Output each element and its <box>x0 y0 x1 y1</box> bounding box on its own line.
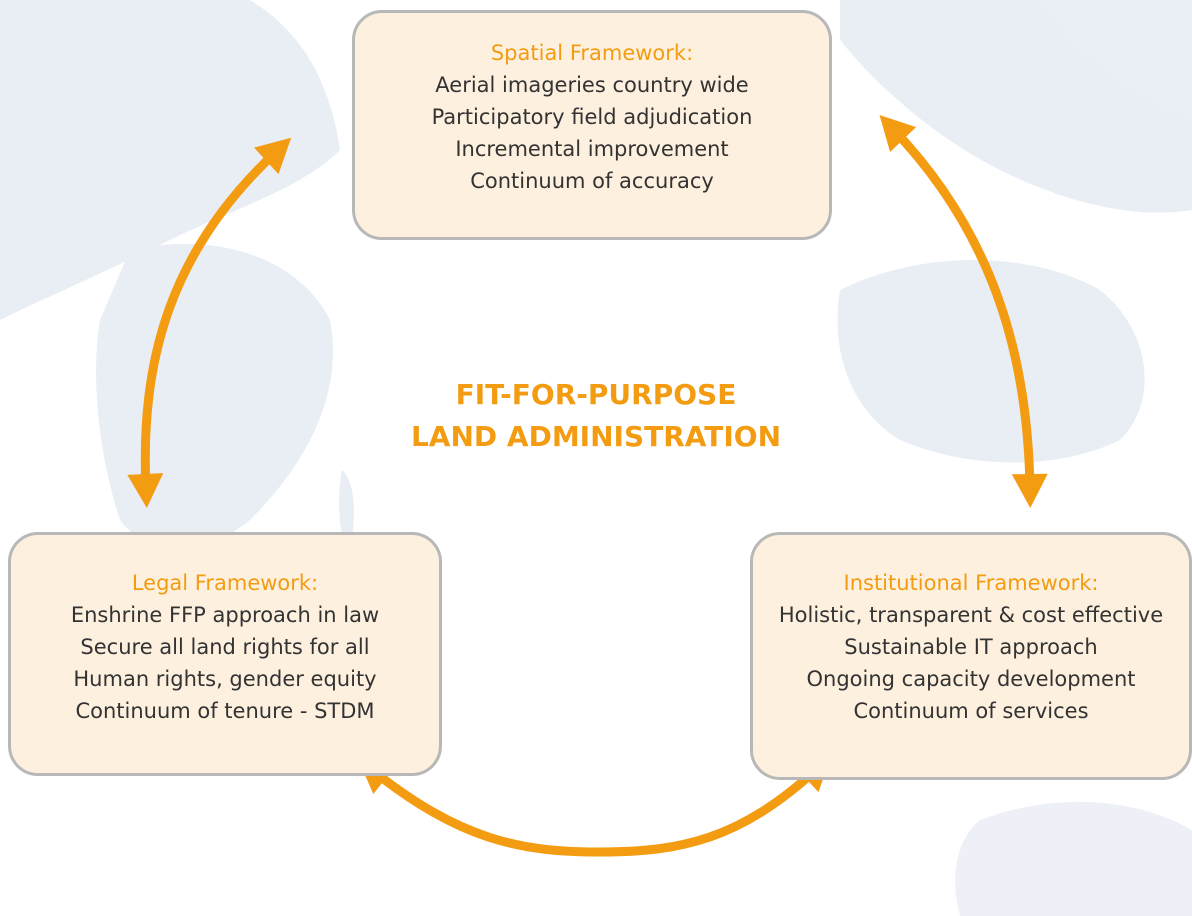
institutional-item: Continuum of services <box>853 699 1089 723</box>
spatial-item: Participatory field adjudication <box>431 105 753 129</box>
institutional-framework-heading: Institutional Framework: <box>843 571 1099 595</box>
legal-item: Secure all land rights for all <box>80 635 370 659</box>
spatial-item: Continuum of accuracy <box>470 169 714 193</box>
institutional-item: Holistic, transparent & cost effective <box>778 603 1164 627</box>
legal-framework-box: Legal Framework: Enshrine FFP approach i… <box>8 532 442 776</box>
institutional-item: Ongoing capacity development <box>806 667 1136 691</box>
diagram-title-line-2: LAND ADMINISTRATION <box>410 420 782 453</box>
map-landmass-east <box>1040 0 1192 120</box>
arrow-legal-spatial <box>127 137 292 508</box>
arrow-legal-institutional <box>357 755 832 857</box>
legal-item: Enshrine FFP approach in law <box>70 603 380 627</box>
legal-item: Continuum of tenure - STDM <box>75 699 375 723</box>
diagram-title-line-1: FIT-FOR-PURPOSE <box>455 378 737 411</box>
map-landmass-south <box>955 801 1192 916</box>
diagram-title: FIT-FOR-PURPOSE LAND ADMINISTRATION <box>380 374 812 458</box>
legal-framework-heading: Legal Framework: <box>131 571 319 595</box>
spatial-item: Incremental improvement <box>455 137 729 161</box>
arrow-spatial-institutional <box>879 115 1048 508</box>
spatial-item: Aerial imageries country wide <box>435 73 749 97</box>
legal-item: Human rights, gender equity <box>73 667 377 691</box>
spatial-framework-heading: Spatial Framework: <box>490 41 694 65</box>
spatial-framework-box: Spatial Framework: Aerial imageries coun… <box>352 10 832 240</box>
institutional-item: Sustainable IT approach <box>844 635 1098 659</box>
institutional-framework-box: Institutional Framework: Holistic, trans… <box>750 532 1192 780</box>
